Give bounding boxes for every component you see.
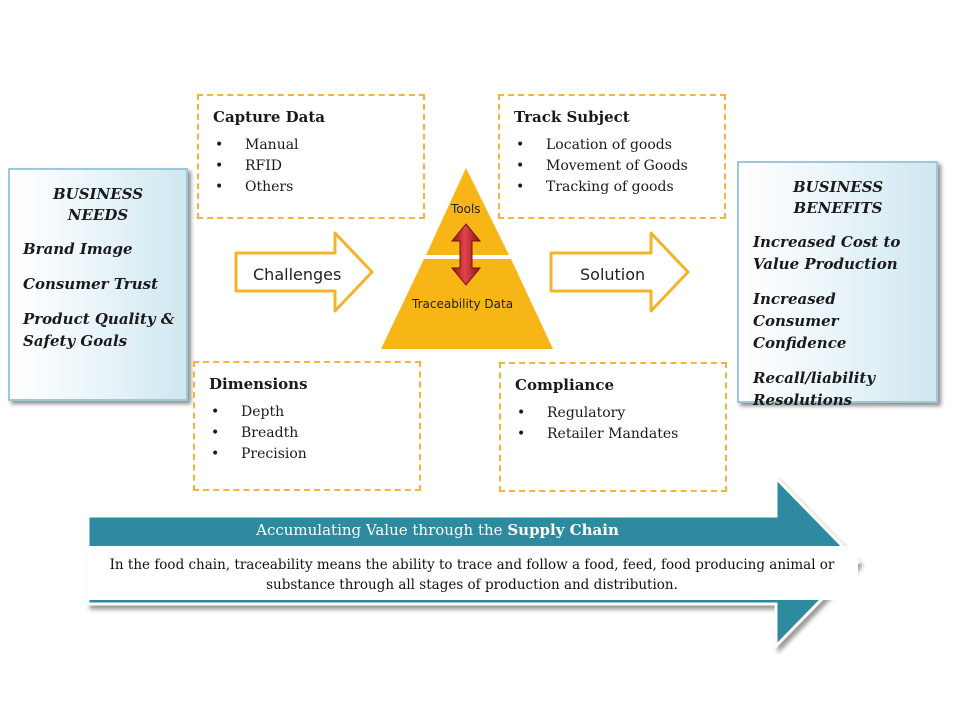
- business-benefit-item: Increased Consumer Confidence: [753, 290, 847, 352]
- banner-title: Accumulating Value through the Supply Ch…: [90, 521, 785, 539]
- business-need-item: Consumer Trust: [23, 275, 158, 293]
- business-benefits-title: BUSINESS BENEFITS: [792, 178, 884, 217]
- list-item: Tracking of goods: [514, 177, 710, 198]
- compliance-heading: Compliance: [515, 376, 615, 394]
- track-subject-list: Location of goods Movement of Goods Trac…: [514, 135, 710, 198]
- business-need-item: Brand Image: [23, 240, 133, 258]
- business-needs-panel: BUSINESS NEEDS Brand Image Consumer Trus…: [8, 168, 188, 401]
- business-benefit-item: Increased Cost to Value Production: [753, 233, 901, 273]
- list-item: Retailer Mandates: [515, 424, 711, 445]
- list-item: Precision: [209, 444, 405, 465]
- list-item: Others: [213, 177, 409, 198]
- track-subject-box: Track Subject Location of goods Movement…: [498, 94, 726, 219]
- compliance-list: Regulatory Retailer Mandates: [515, 403, 711, 445]
- capture-data-heading: Capture Data: [213, 108, 326, 126]
- compliance-box: Compliance Regulatory Retailer Mandates: [499, 362, 727, 492]
- business-needs-title: BUSINESS NEEDS: [52, 185, 144, 224]
- capture-data-list: Manual RFID Others: [213, 135, 409, 198]
- double-headed-arrow-icon: [450, 223, 482, 286]
- list-item: Regulatory: [515, 403, 711, 424]
- list-item: Movement of Goods: [514, 156, 710, 177]
- dimensions-list: Depth Breadth Precision: [209, 402, 405, 465]
- challenges-label: Challenges: [253, 265, 342, 284]
- dimensions-box: Dimensions Depth Breadth Precision: [193, 361, 421, 491]
- pyramid-top-tools: [426, 168, 509, 255]
- list-item: RFID: [213, 156, 409, 177]
- challenges-arrow: [234, 231, 374, 313]
- solution-label: Solution: [580, 265, 646, 284]
- banner-title-prefix: Accumulating Value through the: [256, 521, 508, 539]
- list-item: Manual: [213, 135, 409, 156]
- capture-data-box: Capture Data Manual RFID Others: [197, 94, 425, 219]
- business-benefit-item: Recall/liability Resolutions: [753, 369, 876, 409]
- banner-description: In the food chain, traceability means th…: [109, 557, 835, 593]
- list-item: Breadth: [209, 423, 405, 444]
- track-subject-heading: Track Subject: [514, 108, 630, 126]
- business-need-item: Product Quality & Safety Goals: [23, 310, 175, 350]
- banner-title-bold: Supply Chain: [507, 521, 619, 539]
- banner-description-panel: [88, 546, 858, 600]
- solution-arrow: [549, 231, 690, 313]
- dimensions-heading: Dimensions: [209, 375, 308, 393]
- list-item: Location of goods: [514, 135, 710, 156]
- pyramid-bottom-traceability: [381, 259, 553, 349]
- list-item: Depth: [209, 402, 405, 423]
- pyramid-traceability-label: Traceability Data: [412, 297, 514, 311]
- pyramid-tools-label: Tools: [451, 202, 481, 216]
- business-benefits-panel: BUSINESS BENEFITS Increased Cost to Valu…: [737, 161, 938, 409]
